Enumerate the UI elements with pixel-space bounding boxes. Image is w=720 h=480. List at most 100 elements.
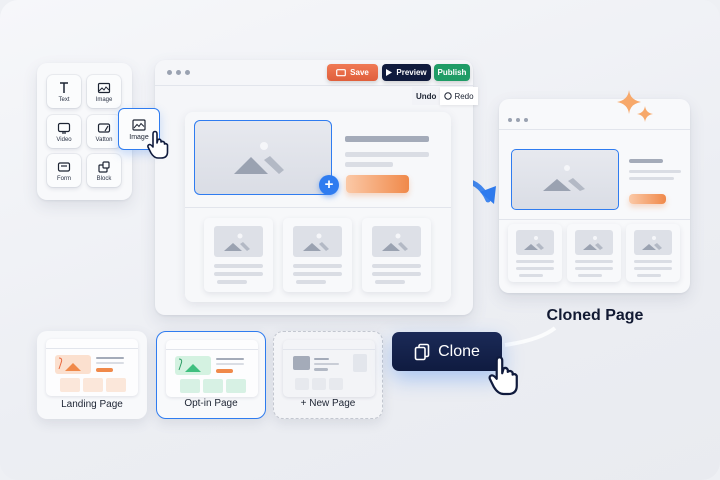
text-placeholder <box>629 177 674 180</box>
redo-icon <box>444 92 453 100</box>
save-button[interactable]: Save <box>327 64 378 81</box>
thumb-card <box>203 379 223 393</box>
widget-image[interactable]: Image <box>87 75 121 108</box>
sparkle-icon <box>617 90 653 122</box>
template-new-page[interactable]: + New Page <box>273 331 383 419</box>
page-editor-window: Save Preview Publish Undo Redo + <box>155 60 478 315</box>
thumb-divider <box>46 348 138 349</box>
text-placeholder <box>575 267 613 270</box>
thumb-divider <box>166 349 258 350</box>
template-thumbnail <box>283 340 375 397</box>
video-icon <box>57 122 71 134</box>
card-image-placeholder <box>575 230 613 255</box>
text-placeholder <box>629 170 681 173</box>
preview-label: Preview <box>396 68 427 77</box>
card-image-placeholder <box>634 230 672 255</box>
thumb-text <box>96 357 124 359</box>
thumb-card <box>180 379 200 393</box>
template-thumbnail <box>166 340 258 397</box>
text-placeholder <box>214 272 263 276</box>
text-placeholder <box>296 280 326 284</box>
widget-text[interactable]: Text <box>47 75 81 108</box>
cta-button-placeholder[interactable] <box>346 175 409 193</box>
image-placeholder-icon <box>542 164 585 191</box>
card-image-placeholder <box>516 230 554 255</box>
image-placeholder-icon <box>524 236 544 250</box>
thumb-cta <box>96 368 113 372</box>
section-divider <box>499 219 690 220</box>
page-canvas: + <box>185 112 451 302</box>
image-placeholder-icon <box>224 233 250 251</box>
image-icon <box>97 82 111 93</box>
text-icon <box>60 81 68 93</box>
section-divider <box>185 207 451 208</box>
thumb-text <box>216 358 244 360</box>
thumb-card <box>312 378 326 390</box>
save-icon <box>336 68 347 76</box>
headline-placeholder <box>345 136 429 142</box>
thumb-card <box>226 379 246 393</box>
cloned-page-preview <box>499 99 690 293</box>
feature-card[interactable] <box>204 218 273 292</box>
image-placeholder-icon <box>303 233 329 251</box>
thumb-cta <box>216 369 233 373</box>
thumb-text <box>216 363 244 365</box>
widget-label: Vatton <box>95 136 113 143</box>
redo-label: Redo <box>454 91 474 101</box>
card-image-placeholder <box>293 226 342 257</box>
form-icon <box>57 161 71 172</box>
thumb-text <box>314 358 329 360</box>
widget-button[interactable]: Vatton <box>87 115 121 148</box>
publish-button[interactable]: Publish <box>434 64 470 81</box>
card-image-placeholder <box>372 226 421 257</box>
window-dots <box>508 118 528 122</box>
text-placeholder <box>519 274 543 277</box>
widget-label: Form <box>57 175 71 182</box>
image-placeholder-icon <box>58 357 81 371</box>
image-placeholder-icon <box>583 236 603 250</box>
text-placeholder <box>516 260 554 263</box>
text-placeholder <box>634 267 672 270</box>
thumb-card <box>295 378 309 390</box>
thumb-text <box>96 362 124 364</box>
feature-card <box>626 224 680 282</box>
widget-label: Image <box>95 96 113 103</box>
redo-button[interactable]: Redo <box>440 87 478 105</box>
hero-image-block[interactable] <box>194 120 332 195</box>
headline-placeholder <box>629 159 663 163</box>
window-dots <box>167 70 190 75</box>
text-placeholder <box>214 264 263 268</box>
feature-card[interactable] <box>283 218 352 292</box>
hand-cursor-icon <box>147 130 169 159</box>
hero-image-block <box>511 149 619 210</box>
template-optin-page[interactable]: Opt-in Page <box>156 331 266 419</box>
widget-video[interactable]: Video <box>47 115 81 148</box>
thumb-divider <box>283 349 375 350</box>
editor-toolbar <box>155 60 473 86</box>
add-element-button[interactable]: + <box>319 175 339 195</box>
text-placeholder <box>372 264 421 268</box>
undo-button[interactable]: Undo <box>412 87 441 105</box>
image-placeholder-icon <box>382 233 408 251</box>
feature-card <box>508 224 562 282</box>
button-icon <box>97 122 111 133</box>
cta-button-placeholder <box>629 194 666 204</box>
preview-button[interactable]: Preview <box>382 64 431 81</box>
thumb-card <box>83 378 103 392</box>
thumb-hero <box>175 356 211 375</box>
text-placeholder <box>293 264 342 268</box>
text-placeholder <box>516 267 554 270</box>
card-image-placeholder <box>214 226 263 257</box>
template-landing-page[interactable]: Landing Page <box>37 331 147 419</box>
widget-label: Text <box>58 96 70 103</box>
feature-card[interactable] <box>362 218 431 292</box>
thumb-hero <box>293 356 310 370</box>
text-placeholder <box>345 162 393 167</box>
template-label: + New Page <box>300 398 356 409</box>
widget-block[interactable]: Block <box>87 154 121 187</box>
thumb-text <box>314 363 339 365</box>
text-placeholder <box>372 272 421 276</box>
text-placeholder <box>578 274 602 277</box>
clone-button[interactable]: Clone <box>392 332 502 371</box>
widget-form[interactable]: Form <box>47 154 81 187</box>
